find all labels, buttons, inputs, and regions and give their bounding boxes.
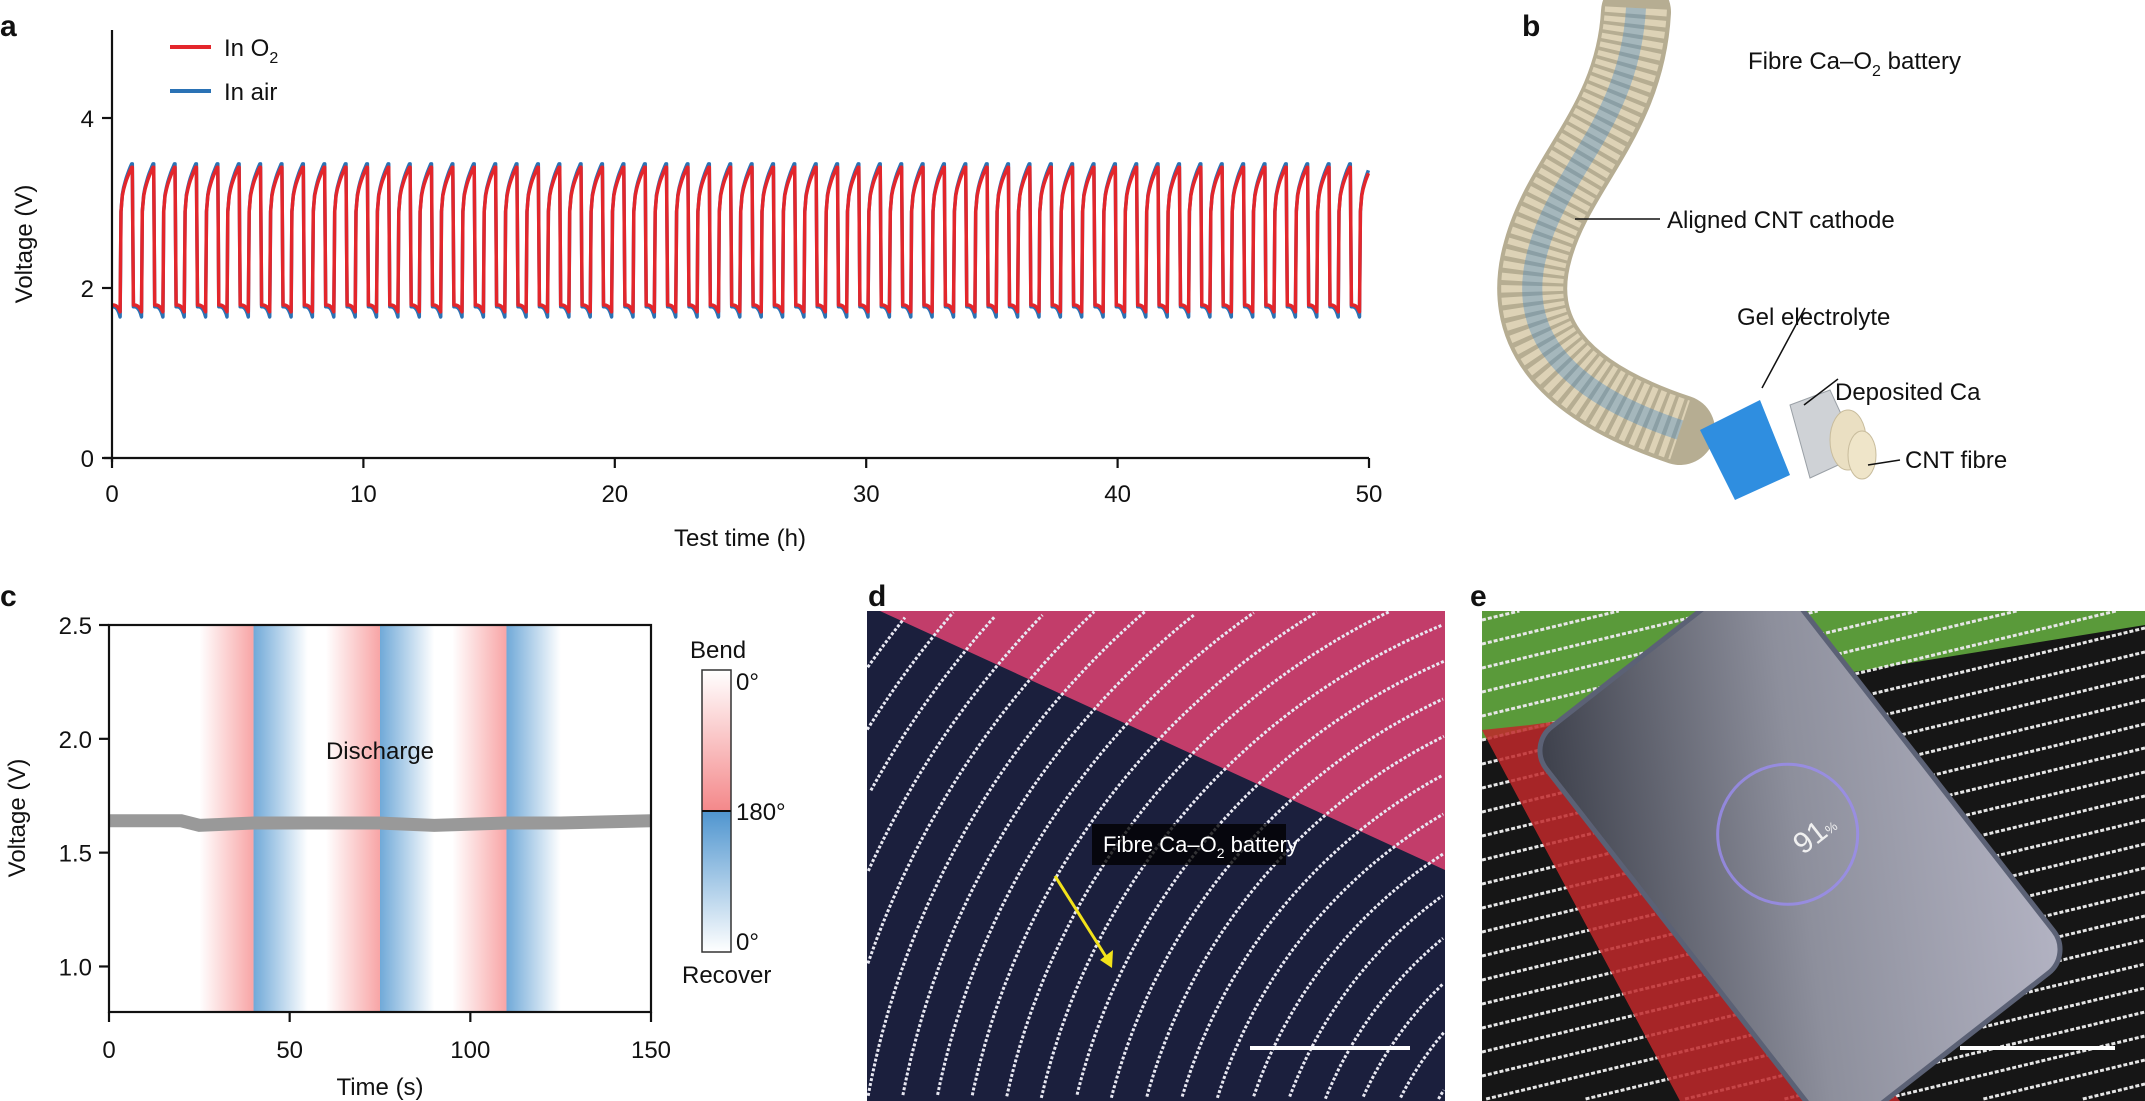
chart-c-ylabel: Voltage (V) [4, 759, 31, 878]
fibre-stripe [1983, 1058, 2145, 1101]
chart-a-ylabel: Voltage (V) [11, 185, 38, 304]
chart-c-frame [107, 623, 653, 1014]
fibre-stripe [1145, 734, 1445, 1097]
chart-c-xlabel: Time (s) [336, 1074, 423, 1101]
photo-label: Fibre Ca–O2 battery [1103, 832, 1298, 861]
chart-a: 0 10 20 30 40 50 0 2 4 Test time (h) Voltage (V)… [11, 30, 1382, 552]
colorbar-bottom-label: Recover [682, 962, 771, 989]
panel-label-d: d [868, 580, 886, 613]
x-tick-label: 100 [450, 1037, 490, 1064]
y-tick-label: 1.5 [59, 841, 92, 868]
fibre-stripe [867, 611, 1096, 965]
leader-line [1867, 459, 1901, 466]
gel-electrolyte [1700, 400, 1790, 500]
fibre-stripe [1005, 611, 1390, 1097]
fibre-stripe [970, 611, 1318, 1096]
chart-a-legend: In O2 In air [170, 35, 278, 106]
colorbar: Bend 0° 180° 0° Recover [682, 637, 786, 989]
colorbar-tick: 0° [736, 929, 759, 956]
photo-label-box [1092, 824, 1286, 865]
photo-phone-e: 91% [1482, 611, 2145, 1101]
leader-line [1761, 307, 1806, 389]
x-tick-label: 50 [276, 1037, 303, 1064]
chart-c-series-discharge [109, 814, 652, 832]
fibre-stripe [1361, 982, 1445, 1098]
chart-a-xlabel: Test time (h) [674, 525, 806, 552]
label-deposited-ca: Deposited Ca [1835, 379, 1981, 406]
x-tick-label: 30 [853, 481, 880, 508]
x-tick-label: 20 [601, 481, 628, 508]
cathode-core [1522, 7, 1684, 440]
panel-label-b: b [1522, 10, 1540, 43]
fibre-stripe [867, 611, 955, 731]
label-cnt-fibre: CNT fibre [1905, 447, 2007, 474]
y-tick-label: 4 [81, 106, 94, 133]
legend-label-air: In air [224, 79, 277, 106]
y-tick-label: 2.0 [59, 727, 92, 754]
y-tick-label: 1.0 [59, 954, 92, 981]
chart-a-series [111, 162, 1371, 319]
colorbar-tick: 0° [736, 669, 759, 696]
x-tick-label: 150 [631, 1037, 671, 1064]
y-tick-label: 0 [81, 446, 94, 473]
x-tick-label: 10 [350, 481, 377, 508]
legend-label-o2: In O2 [224, 35, 278, 67]
panel-label-c: c [0, 580, 17, 613]
fibre-stripe [1437, 1089, 1445, 1100]
fibre-stripe [1075, 659, 1445, 1096]
x-tick-label: 40 [1104, 481, 1131, 508]
smartphone [1537, 611, 2063, 1101]
fibre-stripe [1288, 894, 1444, 1098]
fibre-stripe [1180, 774, 1444, 1098]
fibre-stripe [901, 613, 1196, 1096]
fibre-stripe [867, 616, 907, 669]
x-tick-label: 50 [1356, 481, 1383, 508]
colorbar-bend [702, 670, 731, 811]
fibre-stripe [1482, 611, 1520, 622]
fibre-stripe [1482, 611, 1620, 646]
fibre-stripe [2082, 1082, 2145, 1101]
photo-textile-d: Fibre Ca–O2 battery [867, 611, 1445, 1101]
diagram-title: Fibre Ca–O2 battery [1748, 48, 1961, 80]
panel-label-e: e [1470, 580, 1487, 613]
chart-c: 0 50 100 150 1.0 1.5 2.0 2.5 Discharge Time (s)… [4, 613, 786, 1101]
y-tick-label: 2 [81, 276, 94, 303]
colorbar-top-label: Bend [690, 637, 746, 664]
label-aligned-cnt-cathode: Aligned CNT cathode [1667, 207, 1895, 234]
chart-c-annotation: Discharge [326, 738, 434, 765]
panel-label-a: a [0, 10, 17, 43]
arrow-head-icon [1100, 950, 1113, 968]
aligned-cnt-cathode [1501, 5, 1691, 460]
x-tick-label: 0 [102, 1037, 115, 1064]
fibre-stripe [867, 614, 1044, 872]
colorbar-recover [702, 811, 731, 952]
fibre-stripe [1324, 937, 1444, 1100]
y-tick-label: 2.5 [59, 613, 92, 640]
series-line-o2 [111, 165, 1371, 314]
x-tick-label: 0 [105, 481, 118, 508]
label-gel-electrolyte: Gel electrolyte [1737, 304, 1890, 331]
fibre-battery-diagram: Fibre Ca–O2 battery Aligned CNT cathode … [1497, 0, 2007, 500]
fibre-stripe [1215, 812, 1444, 1099]
colorbar-tick: 180° [736, 799, 786, 826]
fibre-stripe [1482, 611, 1818, 694]
cnt-fibre-bundle [1829, 409, 1877, 480]
fibre-stripe [936, 611, 1255, 1096]
arrow-icon [1053, 875, 1110, 961]
fibre-stripe [1399, 1030, 1445, 1099]
leader-line [1803, 378, 1839, 406]
fibre-stripe [869, 614, 997, 792]
fibre-stripe [1482, 611, 1719, 670]
fibre-stripe [1039, 624, 1442, 1099]
